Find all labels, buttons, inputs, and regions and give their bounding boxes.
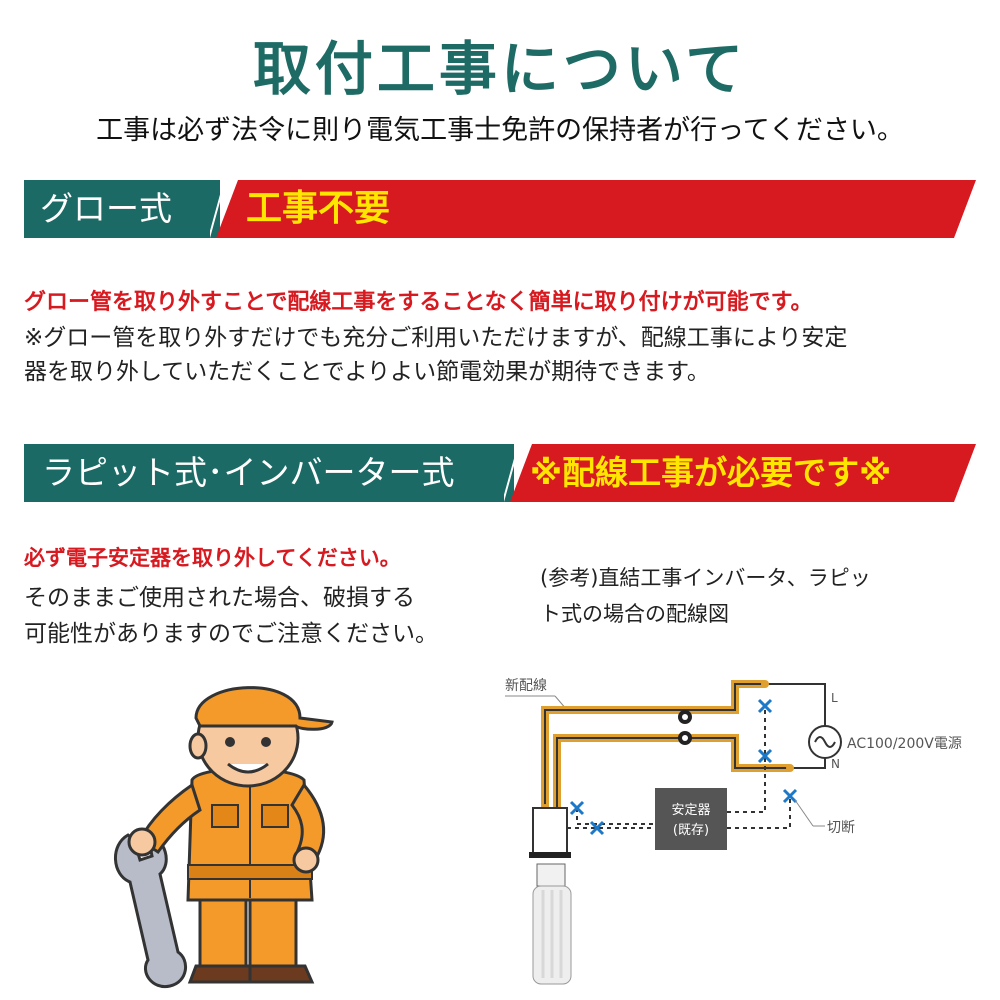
- reference-line2: ト式の場合の配線図: [540, 602, 729, 626]
- glow-red-line: グロー管を取り外すことで配線工事をすることなく簡単に取り付けが可能です。: [24, 290, 813, 315]
- page-subtitle: 工事は必ず法令に則り電気工事士免許の保持者が行ってください。: [96, 115, 904, 146]
- cut-label: 切断: [827, 820, 855, 836]
- ballast-box: [655, 788, 727, 850]
- glow-banner-red: [216, 180, 976, 238]
- rapid-banner-accent: ※配線工事が必要です※: [530, 453, 892, 492]
- wiring-diagram: 新配線 L N AC100/200V電源 安定器 (既存) 切断: [505, 678, 962, 985]
- glow-note-line2: 器を取り外していただくことでよりよい節電効果が期待できます。: [24, 359, 710, 385]
- rapid-banner: ラピット式･インバーター式 ※配線工事が必要です※: [24, 444, 976, 502]
- rapid-line3: 可能性がありますのでご注意ください。: [24, 621, 438, 647]
- ballast-label-1: 安定器: [671, 803, 710, 818]
- rapid-banner-teal: [24, 444, 514, 502]
- glow-banner: グロー式 工事不要: [24, 180, 976, 238]
- glow-banner-accent: 工事不要: [246, 188, 391, 229]
- new-wiring-label: 新配線: [505, 678, 547, 694]
- n-label: N: [831, 757, 840, 771]
- ballast-label-2: (既存): [673, 823, 709, 838]
- reference-line1: (参考)直結工事インバータ、ラピッ: [540, 566, 871, 590]
- rapid-banner-label: ラピット式･インバーター式: [42, 453, 455, 492]
- rapid-banner-red: [510, 444, 976, 502]
- wrench-icon: [114, 833, 187, 989]
- glow-banner-teal: [24, 180, 220, 238]
- rapid-red-line: 必ず電子安定器を取り外してください。: [24, 546, 401, 570]
- glow-banner-label: グロー式: [40, 189, 172, 228]
- glow-note-line1: ※グロー管を取り外すだけでも充分ご利用いただけますが、配線工事により安定: [24, 325, 848, 351]
- l-label: L: [831, 691, 838, 705]
- power-label: AC100/200V電源: [847, 736, 962, 752]
- rapid-line2: そのままご使用された場合、破損する: [24, 585, 415, 611]
- page-title: 取付工事について: [252, 35, 748, 103]
- cut-mark-icons: [569, 698, 798, 836]
- worker-illustration: [114, 686, 334, 989]
